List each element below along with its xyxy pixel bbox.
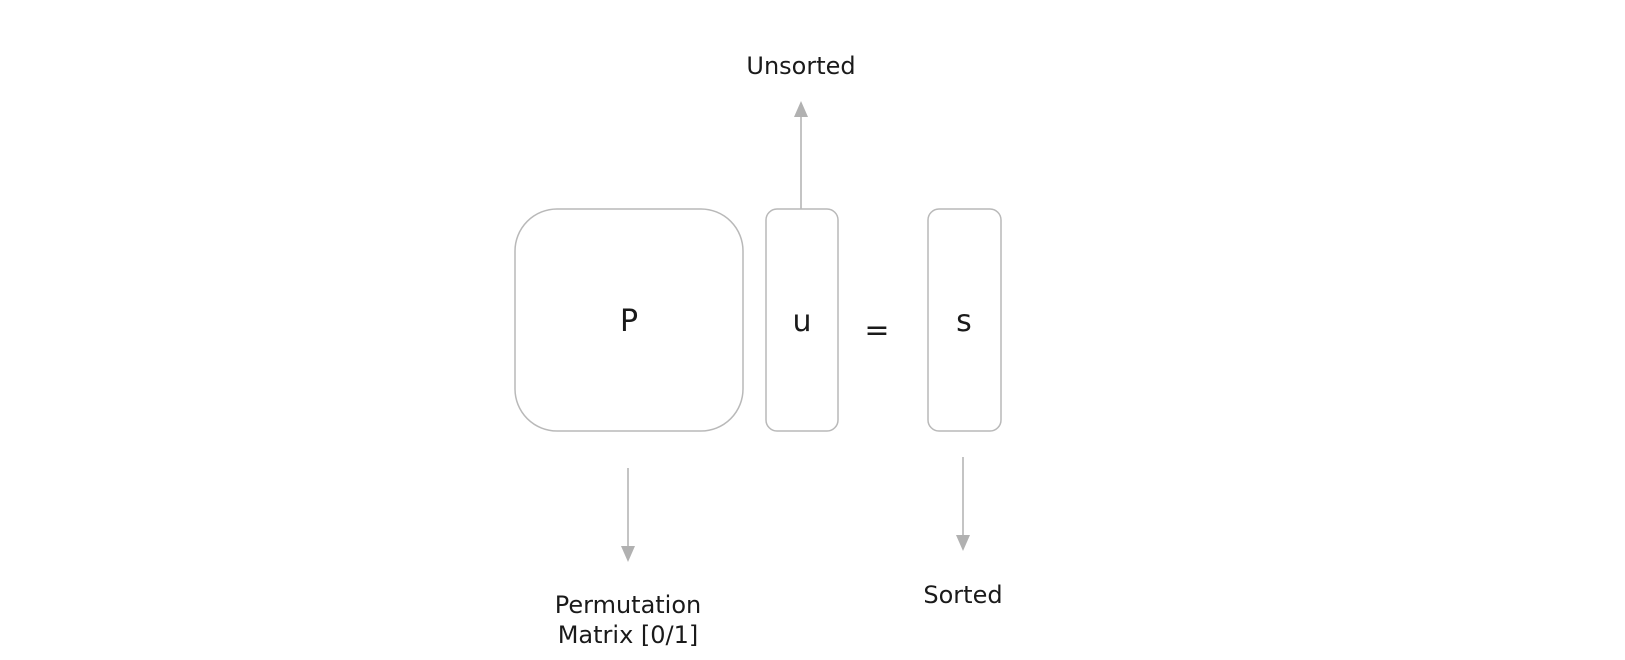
sorted-vector-box: s: [927, 208, 1002, 432]
unsorted-vector-symbol: u: [792, 304, 811, 339]
equals-sign: =: [864, 313, 889, 348]
sorted-label: Sorted: [923, 581, 1002, 609]
sorted-vector-symbol: s: [956, 304, 972, 339]
permutation-matrix-box: P: [514, 208, 744, 432]
permutation-arrow: [621, 468, 635, 562]
permutation-label-line-1: Permutation: [555, 591, 702, 619]
unsorted-arrow: [794, 101, 808, 210]
permutation-label-line-2: Matrix [0/1]: [558, 621, 699, 649]
unsorted-vector-box: u: [765, 208, 839, 432]
sorted-arrow: [956, 457, 970, 551]
unsorted-label: Unsorted: [746, 52, 855, 80]
matrix-symbol: P: [620, 304, 638, 339]
